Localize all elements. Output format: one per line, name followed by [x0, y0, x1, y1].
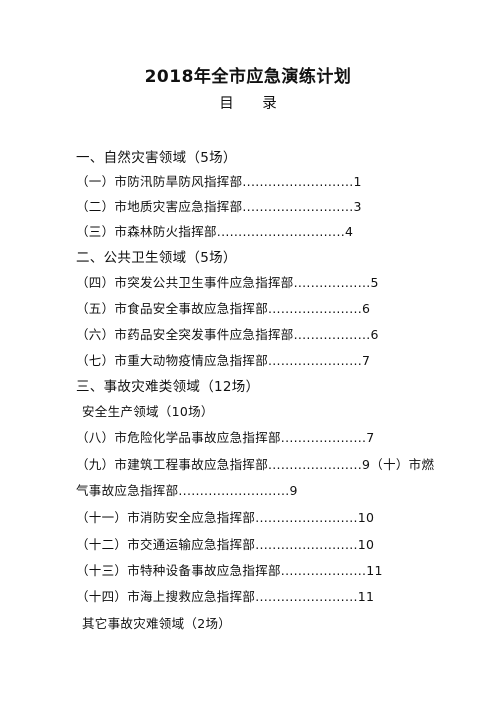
toc-entry-7[interactable]: （七）市重大动物疫情应急指挥部......................7 [76, 353, 371, 368]
toc-section-3: 三、事故灾难类领域（12场） [76, 379, 260, 395]
toc-entry-2[interactable]: （二）市地质灾害应急指挥部..........................3 [76, 199, 362, 214]
toc-heading: 目 录 [219, 96, 289, 112]
toc-entry-4[interactable]: （四）市突发公共卫生事件应急指挥部..................5 [76, 275, 379, 290]
toc-entry-3[interactable]: （三）市森林防火指挥部.............................… [76, 224, 354, 239]
toc-section-1: 一、自然灾害领域（5场） [76, 150, 237, 166]
toc-entry-13[interactable]: （十三）市特种设备事故应急指挥部....................11 [76, 563, 383, 578]
toc-entry-8[interactable]: （八）市危险化学品事故应急指挥部....................7 [76, 430, 375, 445]
toc-entry-14[interactable]: （十四）市海上搜救应急指挥部........................11 [76, 589, 375, 604]
toc-section-2: 二、公共卫生领域（5场） [76, 250, 237, 266]
toc-subsection-2: 其它事故灾难领域（2场） [82, 616, 232, 631]
toc-entry-6[interactable]: （六）市药品安全突发事件应急指挥部..................6 [76, 327, 379, 342]
toc-entry-5[interactable]: （五）市食品安全事故应急指挥部......................6 [76, 301, 371, 316]
toc-subsection-1: 安全生产领域（10场） [82, 404, 214, 419]
toc-entry-11[interactable]: （十一）市消防安全应急指挥部........................10 [76, 510, 375, 525]
document-title: 2018年全市应急演练计划 [144, 67, 352, 87]
toc-entry-10-cont[interactable]: 气事故应急指挥部..........................9 [76, 483, 298, 498]
toc-entry-12[interactable]: （十二）市交通运输应急指挥部........................10 [76, 537, 375, 552]
toc-entry-9-10[interactable]: （九）市建筑工程事故应急指挥部......................9（十… [76, 457, 435, 472]
toc-entry-1[interactable]: （一）市防汛防旱防风指挥部..........................1 [76, 174, 362, 189]
